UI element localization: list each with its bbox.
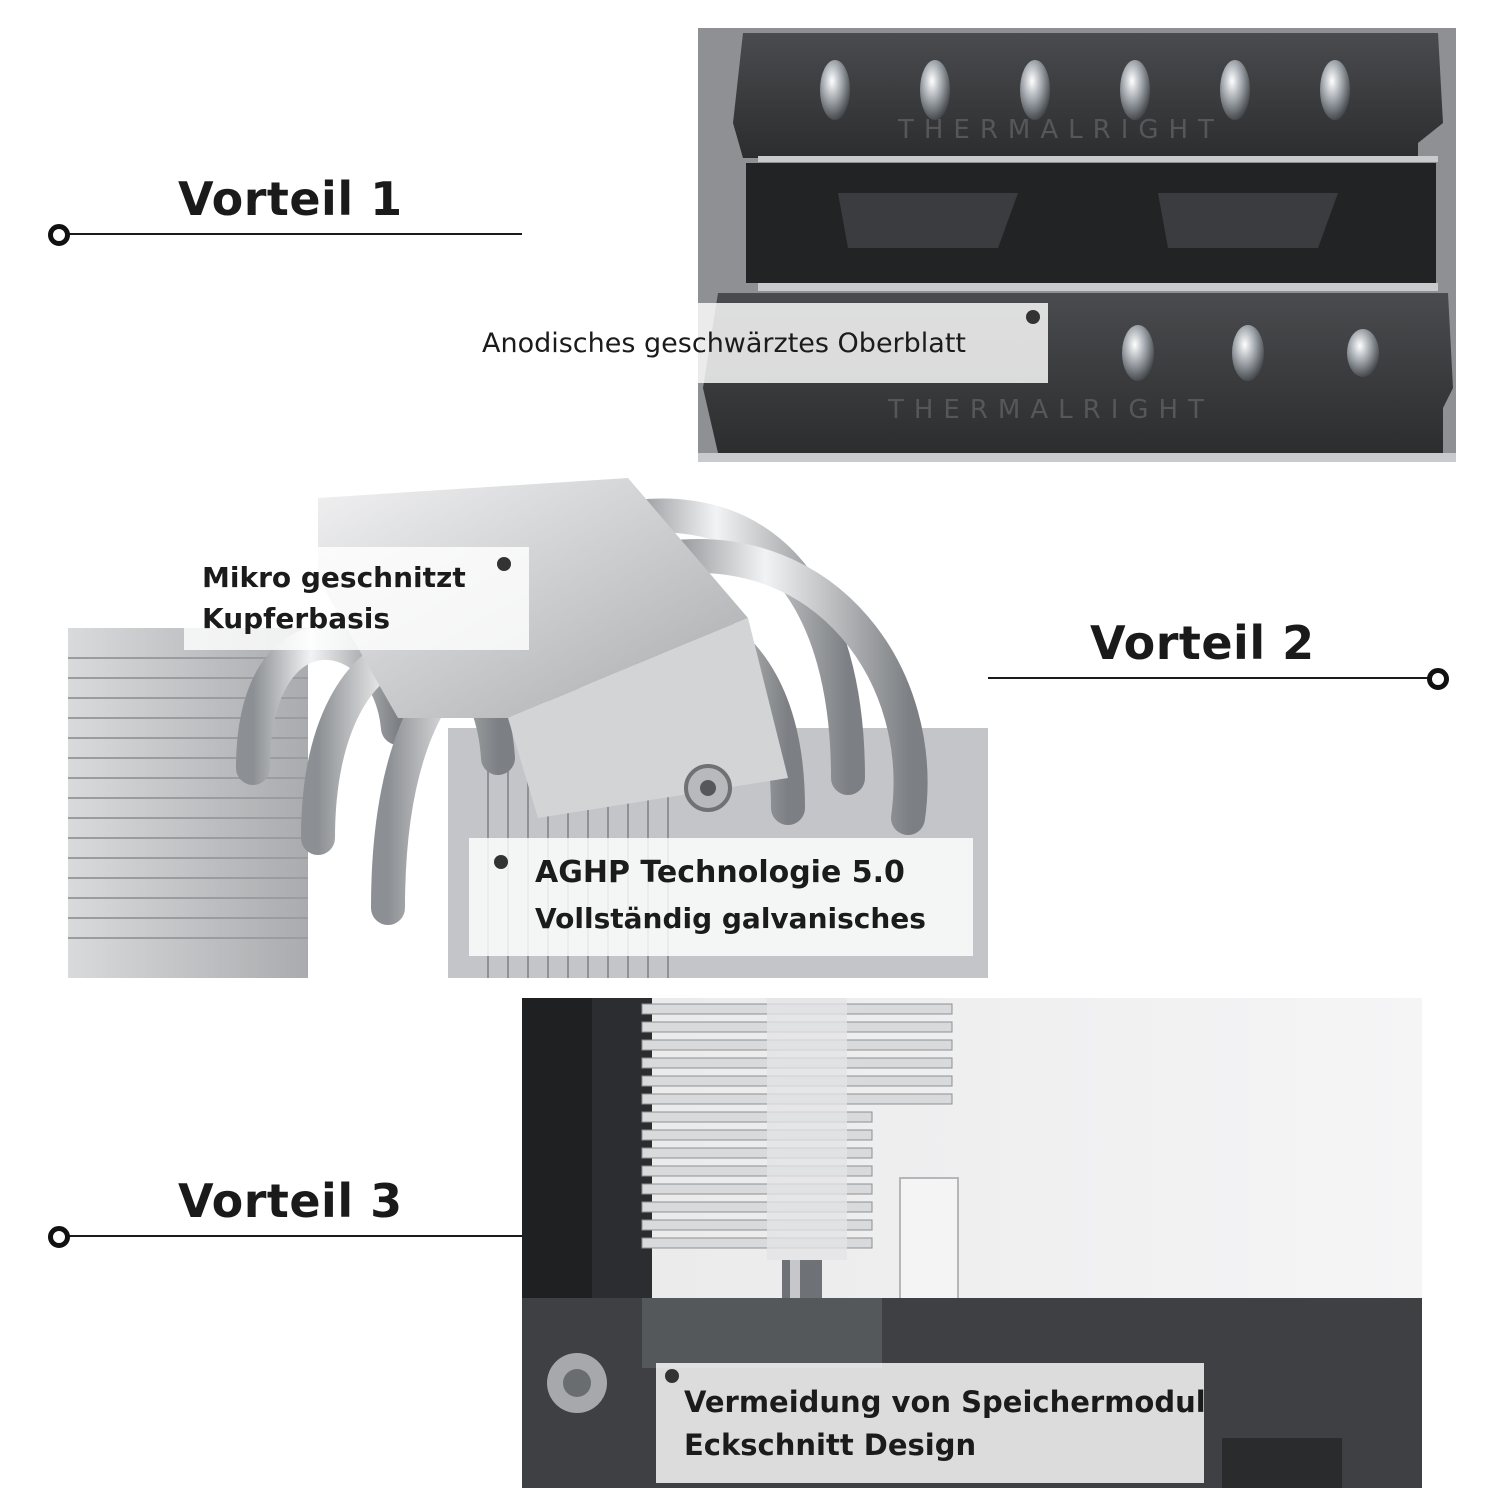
callout-dot-icon <box>497 557 511 571</box>
label-top-plate: Anodisches geschwärztes Oberblatt <box>464 303 1048 383</box>
heading-vorteil-3: Vorteil 3 <box>178 1174 403 1228</box>
label-aghp: AGHP Technologie 5.0 Vollständig galvani… <box>469 838 973 956</box>
heading-underline-1 <box>60 233 522 235</box>
label-copper-base-line2: Kupferbasis <box>202 602 391 635</box>
callout-dot-icon <box>494 855 508 869</box>
callout-dot-icon <box>665 1369 679 1383</box>
label-copper-base-line1: Mikro geschnitzt <box>202 561 466 594</box>
label-copper-base: Mikro geschnitzt Kupferbasis <box>184 547 529 650</box>
heading-underline-3 <box>60 1235 522 1237</box>
heading-vorteil-2: Vorteil 2 <box>1090 616 1315 670</box>
brand-watermark-lower: THERMALRIGHT <box>887 395 1214 425</box>
label-memory-line1: Vermeidung von Speichermodul <box>684 1385 1206 1419</box>
bullet-ring-icon <box>48 224 70 246</box>
label-memory-line2: Eckschnitt Design <box>684 1428 977 1462</box>
callout-dot-icon <box>1026 310 1040 324</box>
bullet-ring-icon <box>1427 668 1449 690</box>
brand-watermark-upper: THERMALRIGHT <box>897 115 1224 145</box>
bullet-ring-icon <box>48 1226 70 1248</box>
label-aghp-line1: AGHP Technologie 5.0 <box>535 855 905 890</box>
heading-underline-2 <box>988 677 1438 679</box>
label-top-plate-text: Anodisches geschwärztes Oberblatt <box>482 328 967 359</box>
cooler-top-plate-photo: THERMALRIGHT THERMALRIGHT <box>698 28 1456 462</box>
heading-vorteil-1: Vorteil 1 <box>178 172 403 226</box>
label-memory: Vermeidung von Speichermodul Eckschnitt … <box>656 1363 1206 1483</box>
label-aghp-line2: Vollständig galvanisches <box>535 902 926 935</box>
cooler-top-plate-illustration: THERMALRIGHT THERMALRIGHT <box>698 28 1456 462</box>
